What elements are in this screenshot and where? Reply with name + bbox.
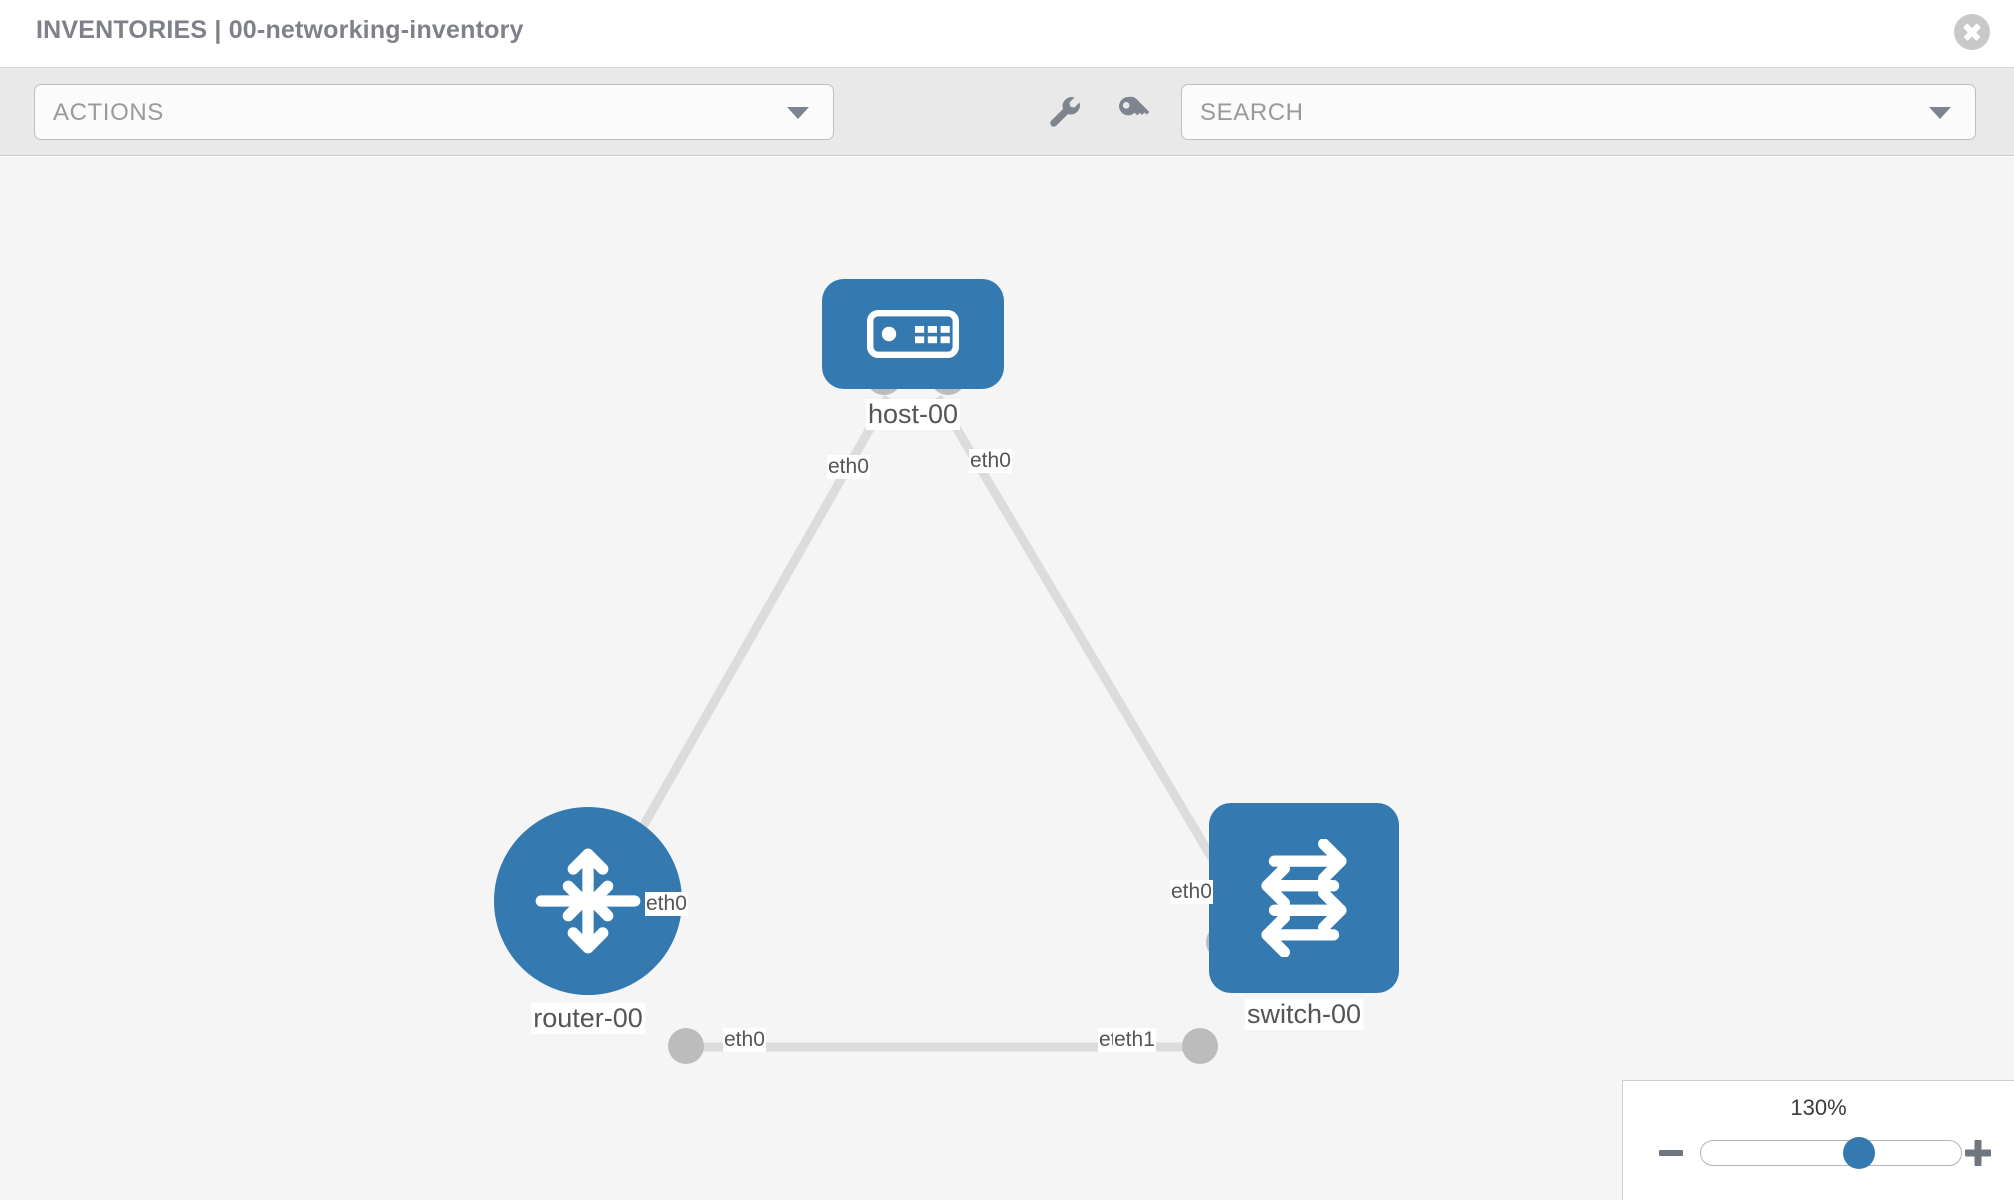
if-label-router-up: eth0 bbox=[645, 892, 688, 916]
zoom-in-button[interactable] bbox=[1958, 1133, 1998, 1173]
close-icon[interactable] bbox=[1954, 14, 1990, 50]
chevron-down-icon bbox=[787, 107, 809, 119]
page-header: INVENTORIES | 00-networking-inventory bbox=[0, 0, 2014, 68]
search-placeholder: SEARCH bbox=[1200, 99, 1304, 126]
connector-router-right[interactable] bbox=[668, 1028, 704, 1064]
router-arrows-icon bbox=[535, 848, 641, 954]
toolbar: ACTIONS SEARCH bbox=[0, 68, 2014, 156]
node-switch-00-label: switch-00 bbox=[1244, 999, 1364, 1030]
node-switch-00[interactable]: switch-00 bbox=[1209, 803, 1399, 1030]
key-icon[interactable] bbox=[1106, 84, 1162, 140]
topology-canvas[interactable]: host-00 rout bbox=[0, 157, 2014, 1200]
connector-switch-left[interactable] bbox=[1182, 1028, 1218, 1064]
topology-links bbox=[596, 394, 1242, 1052]
zoom-slider-thumb[interactable] bbox=[1843, 1137, 1875, 1169]
if-label-router-right: eth0 bbox=[723, 1028, 766, 1052]
zoom-slider-track[interactable] bbox=[1700, 1137, 1962, 1169]
search-input[interactable]: SEARCH bbox=[1181, 84, 1976, 140]
page-title: INVENTORIES | 00-networking-inventory bbox=[36, 16, 524, 44]
if-label-host-right: eth0 bbox=[969, 449, 1012, 473]
actions-dropdown-label: ACTIONS bbox=[53, 99, 164, 126]
zoom-slider-row bbox=[1623, 1133, 2014, 1173]
zoom-level-label: 130% bbox=[1790, 1095, 1847, 1120]
if-label-switch-up: eth0 bbox=[1170, 880, 1213, 904]
if-label-switch-left: eth1 bbox=[1113, 1028, 1156, 1052]
chevron-down-icon[interactable] bbox=[1929, 107, 1951, 119]
actions-dropdown[interactable]: ACTIONS bbox=[34, 84, 834, 140]
server-icon bbox=[867, 310, 959, 358]
if-label-host-left: eth0 bbox=[827, 455, 870, 479]
zoom-out-button[interactable] bbox=[1651, 1133, 1691, 1173]
switch-arrows-icon bbox=[1261, 839, 1347, 957]
node-host-00[interactable]: host-00 bbox=[822, 279, 1004, 430]
zoom-control-panel: 130% bbox=[1622, 1080, 2014, 1200]
wrench-icon[interactable] bbox=[1037, 84, 1093, 140]
node-switch-00-shape[interactable] bbox=[1209, 803, 1399, 993]
node-host-00-label: host-00 bbox=[865, 399, 961, 430]
node-host-00-shape[interactable] bbox=[822, 279, 1004, 389]
node-router-00-label: router-00 bbox=[531, 1003, 645, 1034]
